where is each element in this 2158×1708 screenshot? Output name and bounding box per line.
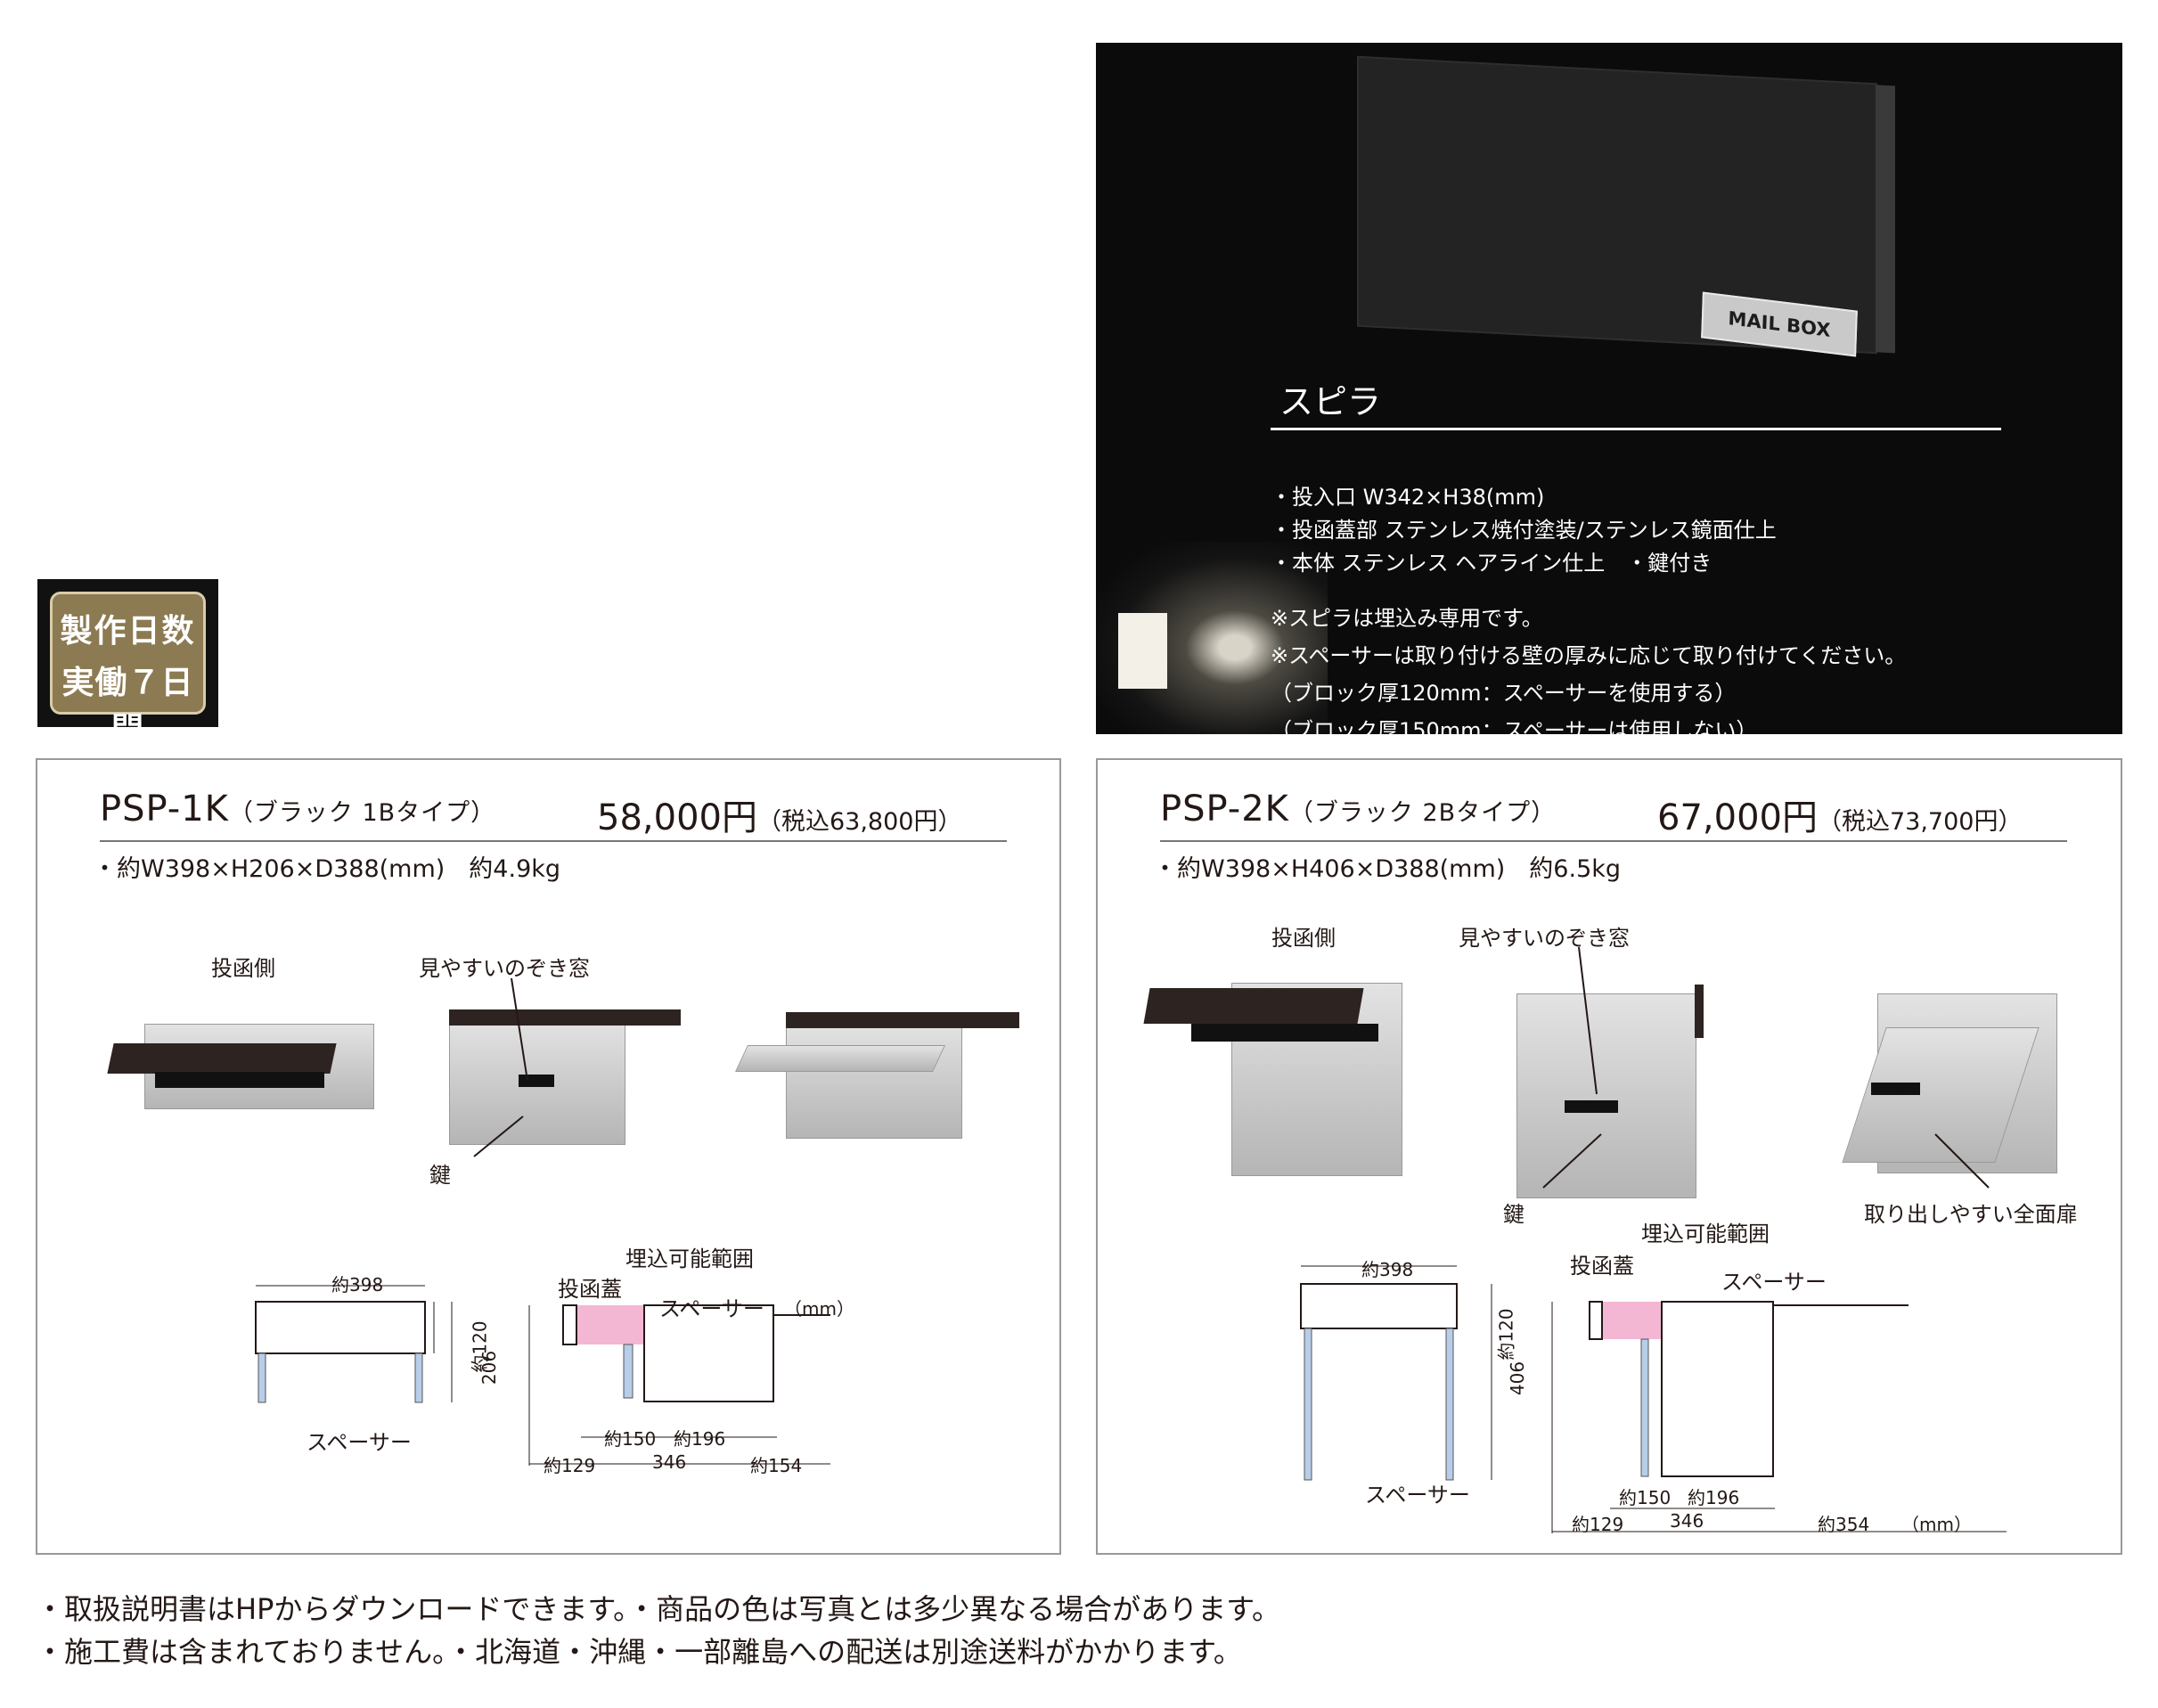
price-value: 67,000円 xyxy=(1657,797,1818,838)
price: 67,000円（税込73,700円） xyxy=(1657,789,2022,840)
label-embed-range: 埋込可能範囲 xyxy=(1641,1222,1770,1246)
window-pointer-lines xyxy=(1542,946,1602,1189)
price-tax: （税込73,700円） xyxy=(1817,808,2023,836)
dim-h-total: 406 xyxy=(1507,1361,1529,1396)
hero-photo-spira: MAIL BOX スピラ ・投入口 W342×H38(mm) ・投函蓋部 ステン… xyxy=(1096,43,2122,734)
hero-note-1: ※スピラは埋込み専用です。 xyxy=(1271,606,1543,631)
hero-spec-3: ・本体 ステンレス ヘアライン仕上 ・鍵付き xyxy=(1271,551,1713,576)
label-lid: 投函蓋 xyxy=(558,1277,622,1302)
garden-lamp xyxy=(1118,613,1167,689)
badge-line1: 製作日数 xyxy=(60,613,196,650)
dim-d2: 約196 xyxy=(1688,1487,1740,1508)
badge-frame: 製作日数 実働７日間 xyxy=(50,592,206,748)
hero-note-3: （ブロック厚120mm：スペーサーを使用する） xyxy=(1271,681,1737,706)
dim-d5: 約354 xyxy=(1818,1514,1870,1535)
dim-h-total: 206 xyxy=(478,1350,501,1385)
dim-d5: 約154 xyxy=(750,1455,803,1476)
product-side xyxy=(1695,985,1704,1038)
label-insert-side: 投函側 xyxy=(211,956,275,981)
hero-divider xyxy=(1271,428,2001,430)
footer-notes: ・取扱説明書はHPからダウンロードできます。・商品の色は写真とは多少異なる場合が… xyxy=(36,1588,1280,1673)
product-top-3 xyxy=(786,1012,1019,1028)
model-variant: （ブラック 2Bタイプ） xyxy=(1288,799,1557,827)
product-slot xyxy=(155,1072,324,1088)
label-spacer-2: スペーサー xyxy=(1721,1270,1827,1295)
dim-d2: 約196 xyxy=(674,1428,726,1450)
door-pointer-line xyxy=(1934,1133,1990,1189)
badge-line2: 実働７日間 xyxy=(61,665,194,748)
product-card-psp-1k: PSP-1K（ブラック 1Bタイプ） 58,000円（税込63,800円） ・約… xyxy=(36,758,1061,1555)
peep-window-3 xyxy=(1871,1083,1920,1095)
product-lid xyxy=(107,1043,337,1074)
dim-h120: 約120 xyxy=(1495,1308,1517,1361)
label-key: 鍵 xyxy=(429,1163,451,1188)
dim-d4: 346 xyxy=(1670,1510,1704,1532)
dim-width: 約398 xyxy=(1361,1259,1414,1280)
model-name: PSP-1K（ブラック 1Bタイプ） xyxy=(100,789,495,829)
dimension-diagram xyxy=(1300,1265,2007,1533)
hero-spec-2: ・投函蓋部 ステンレス焼付塗装/ステンレス鏡面仕上 xyxy=(1271,518,1777,543)
product-slot xyxy=(1191,1024,1378,1042)
peep-window xyxy=(1565,1100,1618,1113)
label-key: 鍵 xyxy=(1503,1202,1524,1227)
model-code: PSP-1K xyxy=(100,789,229,829)
price-value: 58,000円 xyxy=(597,797,757,838)
product-photo-open xyxy=(786,1021,962,1139)
product-top xyxy=(449,1009,681,1026)
label-embed-range: 埋込可能範囲 xyxy=(625,1246,754,1271)
label-window: 見やすいのぞき窓 xyxy=(1459,926,1630,951)
price-tax: （税込63,800円） xyxy=(756,808,962,836)
dim-d3: 約129 xyxy=(544,1455,596,1476)
hero-spec-1: ・投入口 W342×H38(mm) xyxy=(1271,485,1545,510)
product-lid xyxy=(1143,988,1364,1024)
product-card-psp-2k: PSP-2K（ブラック 2Bタイプ） 67,000円（税込73,700円） ・約… xyxy=(1096,758,2122,1555)
footer-line-1: ・取扱説明書はHPからダウンロードできます。・商品の色は写真とは多少異なる場合が… xyxy=(36,1592,1280,1626)
label-unit: （mm） xyxy=(1901,1514,1972,1535)
open-door xyxy=(735,1045,945,1072)
dim-width: 約398 xyxy=(331,1274,384,1295)
dim-d3: 約129 xyxy=(1572,1514,1624,1535)
footer-line-2: ・施工費は含まれておりません。・北海道・沖縄・一部離島への配送は別途送料がかかり… xyxy=(36,1635,1242,1669)
dim-d1: 約150 xyxy=(1619,1487,1672,1508)
card-divider xyxy=(100,840,1007,842)
price: 58,000円（税込63,800円） xyxy=(597,789,961,840)
label-full-door: 取り出しやすい全面扉 xyxy=(1864,1202,2078,1227)
model-code: PSP-2K xyxy=(1160,789,1289,829)
card-divider xyxy=(1160,840,2067,842)
dimensions-text: ・約W398×H206×D388(mm) 約4.9kg xyxy=(93,855,561,883)
label-spacer: スペーサー xyxy=(307,1430,412,1455)
hero-note-4: （ブロック厚150mm：スペーサーは使用しない） xyxy=(1271,718,1758,734)
product-photo-window xyxy=(1516,993,1696,1198)
dim-d4: 346 xyxy=(652,1451,687,1473)
label-spacer-2: スペーサー xyxy=(659,1296,764,1321)
label-unit: （mm） xyxy=(784,1298,854,1320)
hero-note-2: ※スペーサーは取り付ける壁の厚みに応じて取り付けてください。 xyxy=(1271,643,1907,668)
dimensions-text: ・約W398×H406×D388(mm) 約6.5kg xyxy=(1153,855,1622,883)
label-window: 見やすいのぞき窓 xyxy=(419,956,590,981)
window-pointer-lines xyxy=(473,977,528,1157)
label-spacer: スペーサー xyxy=(1365,1483,1470,1508)
model-variant: （ブラック 1Bタイプ） xyxy=(228,799,496,827)
dim-d1: 約150 xyxy=(604,1428,657,1450)
production-days-badge: 製作日数 実働７日間 xyxy=(37,579,218,748)
hero-title: スピラ xyxy=(1279,382,1382,421)
label-insert-side: 投函側 xyxy=(1271,926,1336,951)
model-name: PSP-2K（ブラック 2Bタイプ） xyxy=(1160,789,1556,829)
label-lid: 投函蓋 xyxy=(1570,1254,1634,1279)
dimension-diagram xyxy=(255,1285,830,1466)
